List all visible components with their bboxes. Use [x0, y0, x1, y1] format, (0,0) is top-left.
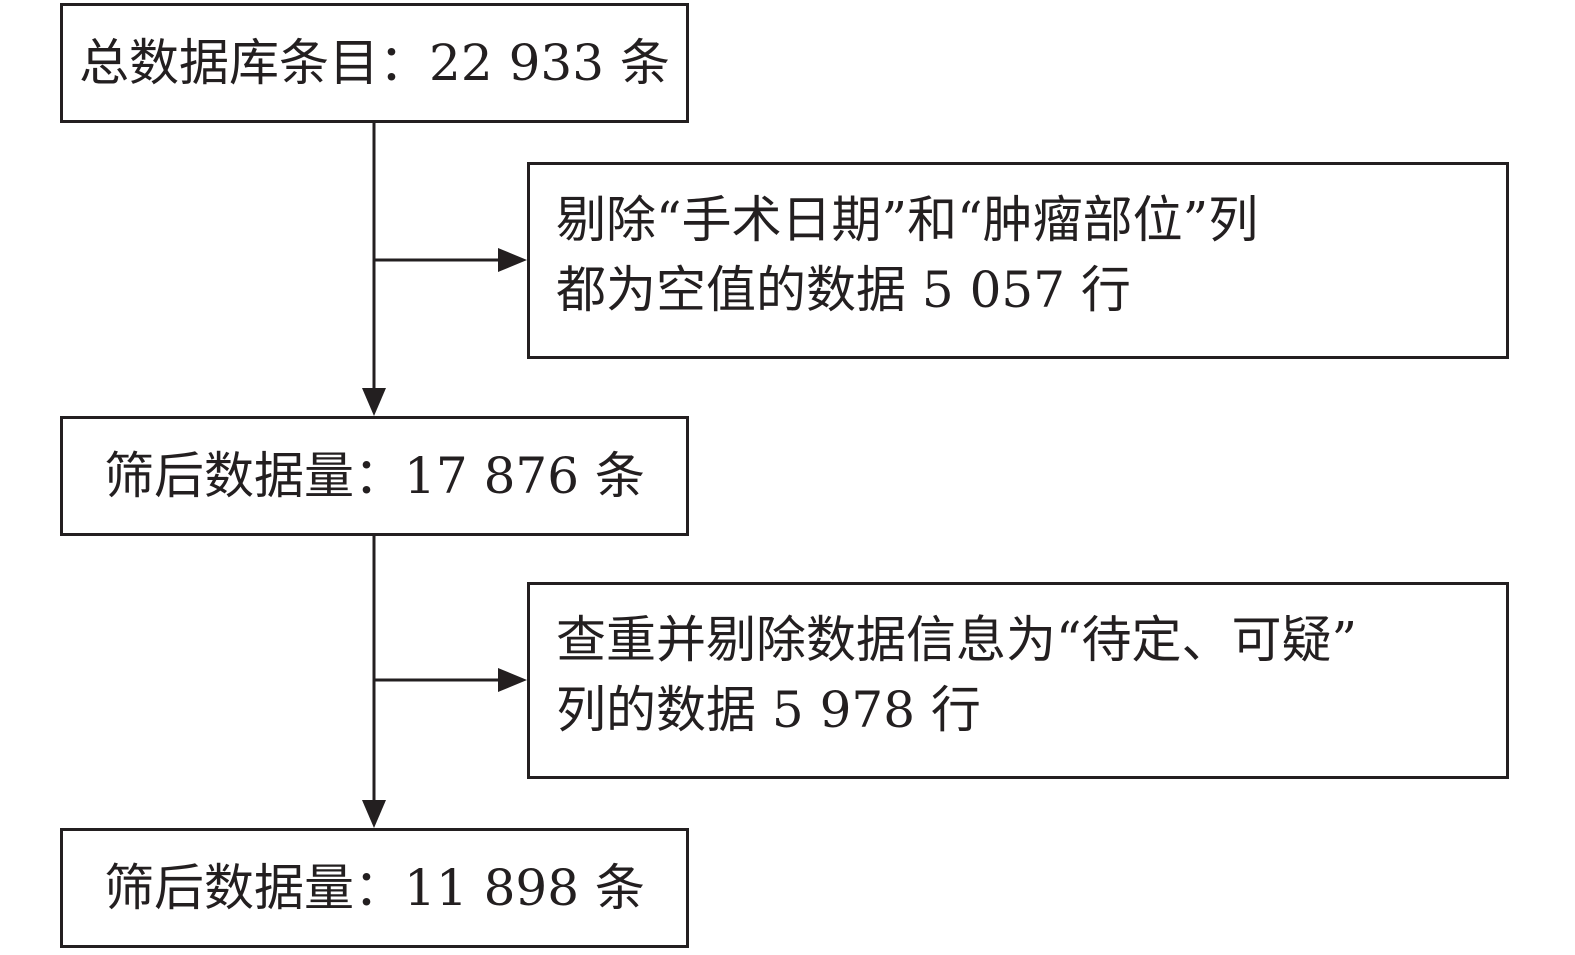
arrowhead-exclusion2	[498, 668, 527, 692]
total-records-text: 总数据库条目：22 933 条	[79, 34, 670, 92]
exclusion-empty-values-line1: 剔除“手术日期”和“肿瘤部位”列	[556, 191, 1259, 249]
exclusion-empty-values-box: 剔除“手术日期”和“肿瘤部位”列 都为空值的数据 5 057 行	[527, 162, 1509, 359]
arrowhead-step2	[362, 388, 386, 416]
arrowhead-exclusion1	[498, 248, 527, 272]
exclusion-empty-values-line2: 都为空值的数据 5 057 行	[556, 261, 1131, 319]
exclusion-duplicates-box: 查重并剔除数据信息为“待定、可疑” 列的数据 5 978 行	[527, 582, 1509, 779]
filtered-records-box-1: 筛后数据量：17 876 条	[60, 416, 689, 536]
filtered-records-text-2: 筛后数据量：11 898 条	[104, 859, 645, 917]
arrowhead-step3	[362, 800, 386, 828]
exclusion-duplicates-line1: 查重并剔除数据信息为“待定、可疑”	[556, 611, 1358, 669]
exclusion-duplicates-line2: 列的数据 5 978 行	[556, 681, 981, 739]
filtered-records-text-1: 筛后数据量：17 876 条	[104, 447, 645, 505]
total-records-box: 总数据库条目：22 933 条	[60, 3, 689, 123]
filtered-records-box-2: 筛后数据量：11 898 条	[60, 828, 689, 948]
